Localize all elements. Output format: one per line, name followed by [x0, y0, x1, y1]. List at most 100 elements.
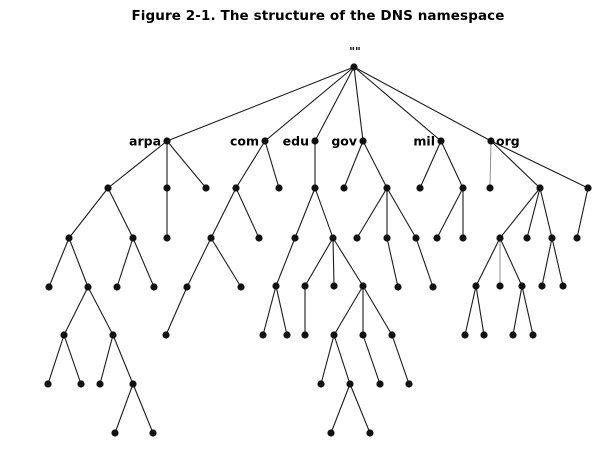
tree-edge [294, 187, 316, 239]
tree-node [163, 184, 171, 192]
tree-edge [362, 334, 381, 385]
tree-edge [349, 383, 371, 434]
tree-edge [63, 334, 82, 385]
tree-edge [314, 187, 334, 239]
tree-edge [362, 285, 393, 336]
tree-edge [353, 66, 442, 142]
tree-node [518, 282, 526, 290]
tree-edge [235, 187, 260, 239]
tree-node [523, 234, 531, 242]
tree-node [573, 234, 581, 242]
tree-node [480, 331, 488, 339]
tree-node-arpa [163, 137, 171, 145]
tree-node [113, 283, 121, 291]
tree-node [202, 184, 210, 192]
tree-edge [132, 237, 155, 288]
tree-edge [353, 66, 364, 142]
tree-edge [330, 383, 351, 434]
tree-node [283, 331, 291, 339]
tree-edge [464, 285, 477, 336]
tree-edge [235, 140, 266, 189]
tree-edge [68, 187, 109, 239]
tree-node [536, 184, 544, 192]
tree-node [329, 234, 337, 242]
tree-node [538, 282, 546, 290]
tree-edge [264, 66, 355, 142]
tree-node [383, 234, 391, 242]
tree-edge [356, 187, 388, 239]
tree-edge [186, 237, 212, 288]
tree-node [359, 282, 367, 290]
tree-edge [576, 187, 589, 239]
tree-edge [490, 140, 541, 189]
tree-node [330, 331, 338, 339]
tree-node [346, 380, 354, 388]
tree-node [301, 282, 309, 290]
tree-node-gov [359, 137, 367, 145]
tree-node [291, 234, 299, 242]
tree-node-label-root: "" [349, 45, 360, 58]
tree-edge [419, 140, 442, 189]
tree-node [65, 234, 73, 242]
tree-edge [210, 237, 242, 288]
tree-edge [132, 383, 154, 434]
tree-edge [262, 285, 277, 336]
tree-node [559, 282, 567, 290]
tree-edge [68, 237, 89, 288]
tree-edge [48, 237, 70, 288]
tree-node-label-org: org [496, 134, 520, 149]
tree-node-mil [437, 137, 445, 145]
tree-node [327, 429, 335, 437]
tree-node [60, 331, 68, 339]
tree-edge [333, 285, 364, 336]
tree-edge [539, 187, 553, 239]
tree-node-label-gov: gov [331, 134, 357, 149]
tree-node-label-com: com [230, 134, 259, 149]
tree-node [416, 184, 424, 192]
tree-node [350, 63, 358, 71]
tree-node [353, 234, 361, 242]
tree-node [459, 234, 467, 242]
tree-node [412, 234, 420, 242]
tree-edge [526, 187, 541, 239]
tree-edge [275, 237, 296, 287]
tree-node [77, 380, 85, 388]
tree-node [405, 380, 413, 388]
tree-edge [512, 285, 523, 336]
tree-edge [499, 187, 541, 239]
tree-node [96, 380, 104, 388]
figure-title: Figure 2-1. The structure of the DNS nam… [131, 8, 505, 24]
tree-edge [362, 140, 388, 189]
tree-node [330, 282, 338, 290]
tree-node [275, 184, 283, 192]
tree-node [584, 184, 592, 192]
tree-edge [436, 187, 464, 239]
tree-edge [475, 285, 485, 336]
tree-edge [275, 285, 288, 336]
tree-node [162, 331, 170, 339]
tree-node [255, 234, 263, 242]
tree-node [311, 184, 319, 192]
tree-edge [353, 66, 492, 142]
tree-node [44, 380, 52, 388]
tree-node-label-edu: edu [283, 134, 309, 149]
tree-node [496, 282, 504, 290]
tree-node [340, 184, 348, 192]
tree-edge [332, 237, 335, 287]
tree-node [461, 331, 469, 339]
tree-edge [166, 140, 207, 189]
tree-node [388, 331, 396, 339]
tree-node [383, 184, 391, 192]
tree-edge [166, 66, 355, 142]
tree-node-edu [311, 137, 319, 145]
tree-node [232, 184, 240, 192]
tree-edge [332, 237, 364, 287]
tree-edge [210, 187, 237, 239]
tree-edge [490, 140, 589, 189]
tree-node [433, 234, 441, 242]
tree-node [301, 331, 309, 339]
tree-edge [489, 140, 492, 189]
tree-node [272, 282, 280, 290]
tree-node [394, 283, 402, 291]
tree-node [207, 234, 215, 242]
